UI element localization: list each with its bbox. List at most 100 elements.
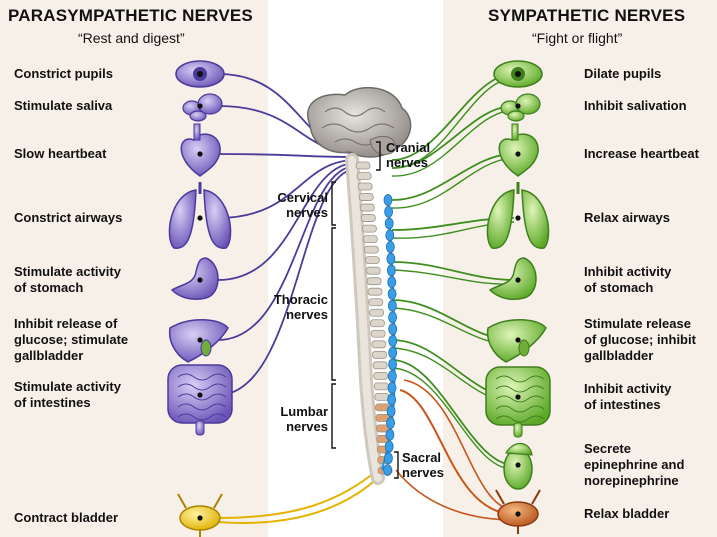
- sympathetic-bladder-icon: [496, 490, 540, 534]
- vertebra: [359, 194, 373, 201]
- sympathetic-effect-8: Secrete epinephrine and norepinephrine: [584, 441, 684, 489]
- ganglion: [386, 241, 394, 252]
- sympathetic-effect-9: Relax bladder: [584, 506, 669, 522]
- ganglion: [388, 394, 396, 405]
- sympathetic-lungs-icon: [487, 182, 548, 248]
- ganglion: [388, 371, 396, 382]
- vertebra: [367, 278, 381, 285]
- synapse-dot: [515, 511, 520, 516]
- ganglion: [385, 206, 393, 217]
- parasympathetic-title: PARASYMPATHETIC NERVES: [8, 6, 253, 26]
- vertebra: [372, 351, 386, 358]
- ganglion: [387, 253, 395, 264]
- sympathetic-nerve: [392, 270, 514, 284]
- sympathetic-effect-5: Inhibit activity of stomach: [584, 264, 671, 296]
- lumbar-bracket: [332, 384, 336, 448]
- vertebra: [356, 162, 370, 169]
- parasympathetic-effect-1: Constrict pupils: [14, 66, 113, 82]
- synapse-dot: [197, 103, 202, 108]
- vertebra: [362, 225, 376, 232]
- vertebra: [358, 183, 372, 190]
- vertebra: [369, 299, 383, 306]
- vertebra: [372, 341, 386, 348]
- synapse-dot: [515, 277, 520, 282]
- parasympathetic-salivary-gland-icon: [183, 94, 222, 121]
- vertebra: [365, 257, 379, 264]
- sympathetic-intestines-icon: [486, 367, 550, 437]
- parasympathetic-effect-6: Inhibit release of glucose; stimulate ga…: [14, 316, 128, 364]
- vertebra: [368, 288, 382, 295]
- synapse-dot: [197, 151, 202, 156]
- vertebra: [370, 320, 384, 327]
- synapse-dot: [515, 103, 520, 108]
- sympathetic-effect-7: Inhibit activity of intestines: [584, 381, 671, 413]
- cervical-nerves-label: Cervical nerves: [268, 190, 328, 220]
- lumbar-nerves-label: Lumbar nerves: [266, 404, 328, 434]
- vertebra: [364, 246, 378, 253]
- sympathetic-liver-icon: [488, 320, 546, 362]
- thoracic-nerves-label: Thoracic nerves: [258, 292, 328, 322]
- parasympathetic-effect-2: Stimulate saliva: [14, 98, 112, 114]
- parasympathetic-lungs-icon: [169, 182, 230, 248]
- parasympathetic-effect-3: Slow heartbeat: [14, 146, 106, 162]
- sympathetic-eye-icon: [494, 61, 542, 87]
- ganglion: [384, 195, 392, 206]
- sympathetic-adrenal-gland-icon: [504, 443, 532, 489]
- sacral-nerves-label: Sacral nerves: [402, 450, 444, 480]
- synapse-dot: [515, 71, 520, 76]
- vertebra: [375, 393, 389, 400]
- synapse-dot: [515, 215, 520, 220]
- ganglion: [388, 300, 396, 311]
- ganglion: [385, 218, 393, 229]
- synapse-dot: [197, 515, 202, 520]
- parasympathetic-heart-icon: [181, 124, 220, 176]
- vertebra: [366, 267, 380, 274]
- vertebra: [371, 330, 385, 337]
- synapse-dot: [515, 151, 520, 156]
- vertebra: [361, 215, 375, 222]
- ganglion: [386, 230, 394, 241]
- ganglion: [389, 335, 397, 346]
- sacral-bracket: [394, 452, 398, 478]
- cranial-nerves-label: Cranial nerves: [386, 140, 430, 170]
- vertebra: [357, 173, 371, 180]
- parasympathetic-eye-icon: [176, 61, 224, 87]
- cervical-bracket: [332, 182, 336, 225]
- sympathetic-effect-3: Increase heartbeat: [584, 146, 699, 162]
- parasympathetic-stomach-icon: [172, 258, 218, 299]
- sympathetic-effect-6: Stimulate release of glucose; inhibit ga…: [584, 316, 696, 364]
- ganglion: [384, 453, 392, 464]
- parasympathetic-liver-icon: [170, 320, 228, 362]
- synapse-dot: [515, 337, 520, 342]
- parasympathetic-effect-7: Stimulate activity of intestines: [14, 379, 121, 411]
- parasympathetic-nerve: [218, 154, 356, 157]
- vertebra: [373, 362, 387, 369]
- vertebra: [374, 383, 388, 390]
- sympathetic-subtitle: “Fight or flight”: [532, 30, 622, 46]
- synapse-dot: [197, 337, 202, 342]
- ganglion: [387, 418, 395, 429]
- ganglion: [384, 465, 392, 476]
- parasympathetic-organs: [168, 61, 232, 537]
- ganglion: [386, 429, 394, 440]
- synapse-dot: [197, 277, 202, 282]
- synapse-dot: [515, 394, 520, 399]
- ganglion: [387, 265, 395, 276]
- parasympathetic-effect-8: Contract bladder: [14, 510, 118, 526]
- sympathetic-title: SYMPATHETIC NERVES: [488, 6, 685, 26]
- ganglion: [389, 324, 397, 335]
- thoracic-bracket: [332, 228, 336, 380]
- parasympathetic-sacral-nerve: [218, 470, 378, 518]
- ganglion: [389, 312, 397, 323]
- sympathetic-effect-4: Relax airways: [584, 210, 670, 226]
- ganglion: [389, 359, 397, 370]
- vertebra: [370, 309, 384, 316]
- sympathetic-salivary-gland-icon: [501, 94, 540, 121]
- parasympathetic-effect-5: Stimulate activity of stomach: [14, 264, 121, 296]
- sympathetic-heart-icon: [499, 124, 538, 176]
- sympathetic-effect-1: Dilate pupils: [584, 66, 661, 82]
- parasympathetic-bladder-icon: [178, 494, 222, 537]
- vertebra: [374, 372, 388, 379]
- parasympathetic-effect-4: Constrict airways: [14, 210, 122, 226]
